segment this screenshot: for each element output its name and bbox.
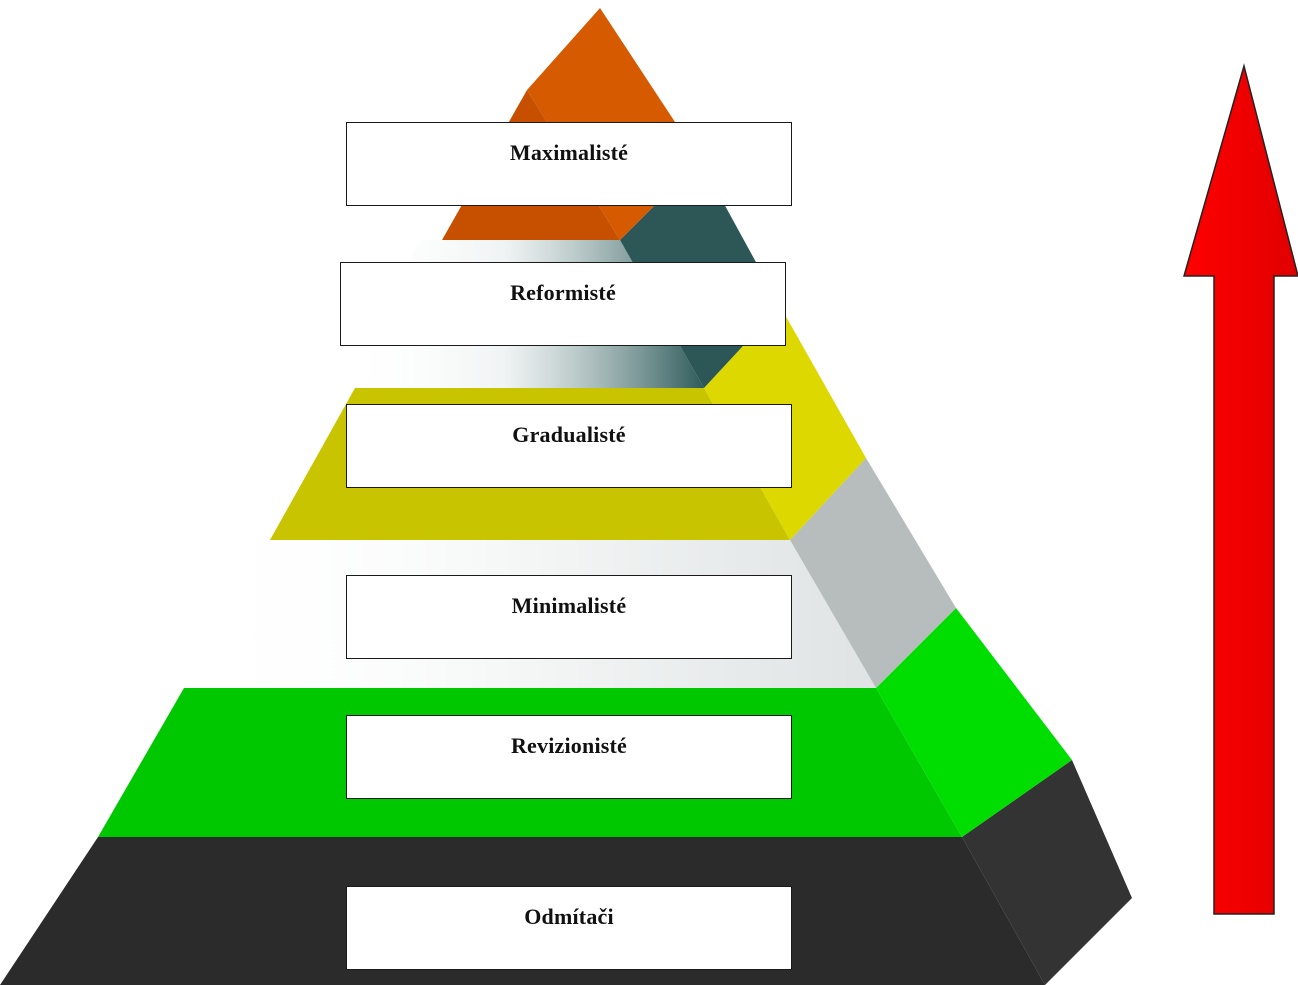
- level-dark-side: [962, 760, 1132, 985]
- label-box-reformiste: Reformisté: [340, 262, 786, 346]
- label-box-minimaliste: Minimalisté: [346, 575, 792, 659]
- level-label: Minimalisté: [511, 593, 627, 618]
- level-green-side: [876, 608, 1072, 837]
- level-label: Reformisté: [510, 280, 616, 305]
- level-label: Odmítači: [524, 904, 614, 929]
- label-box-maximaliste: Maximalisté: [346, 122, 792, 206]
- label-box-odmitaci: Odmítači: [346, 886, 792, 970]
- up-arrow-icon: [1183, 63, 1298, 915]
- level-label: Maximalisté: [509, 140, 629, 165]
- level-label: Gradualisté: [512, 422, 626, 447]
- level-gray-side: [790, 458, 956, 688]
- label-box-revizioniste: Revizionisté: [346, 715, 792, 799]
- label-box-gradualiste: Gradualisté: [346, 404, 792, 488]
- level-label: Revizionisté: [510, 733, 628, 758]
